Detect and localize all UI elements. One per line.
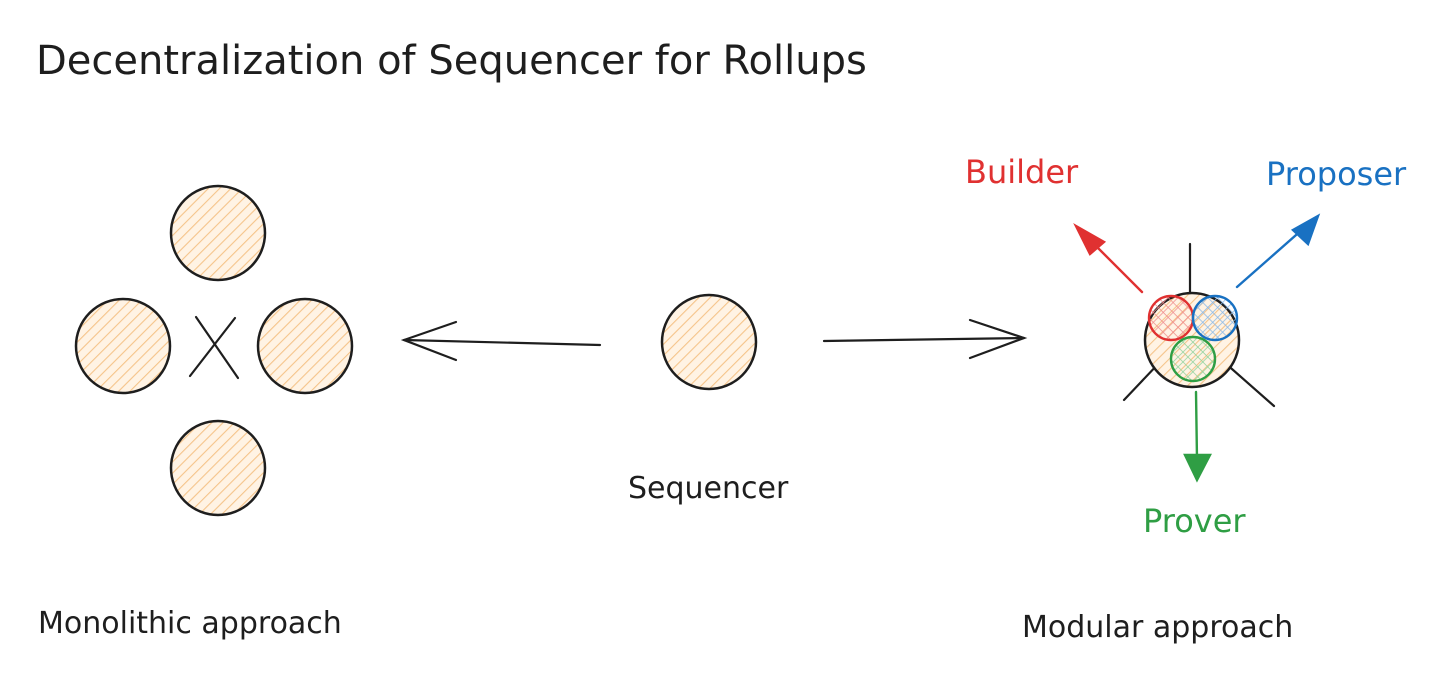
prover-component xyxy=(1169,335,1217,383)
prover-label: Prover xyxy=(1143,502,1246,540)
monolithic-node-bottom xyxy=(169,419,267,517)
prover-arrow xyxy=(1183,390,1212,483)
arrow-to-modular xyxy=(822,318,1028,360)
proposer-component xyxy=(1191,294,1239,342)
proposer-label: Proposer xyxy=(1266,155,1407,193)
cross-mark xyxy=(188,315,240,380)
proposer-arrow xyxy=(1235,213,1321,289)
modular-node xyxy=(1122,242,1276,408)
sequencer-node xyxy=(660,293,758,391)
monolithic-node-right xyxy=(256,297,354,395)
builder-component xyxy=(1147,294,1195,342)
monolithic-node-left xyxy=(74,297,172,395)
builder-label: Builder xyxy=(965,153,1079,191)
monolithic-approach-label: Monolithic approach xyxy=(38,606,342,641)
arrow-to-monolithic xyxy=(400,320,602,362)
modular-approach-label: Modular approach xyxy=(1022,610,1293,645)
sequencer-label: Sequencer xyxy=(628,471,789,506)
monolithic-cluster xyxy=(74,184,354,517)
builder-arrow xyxy=(1073,222,1144,294)
monolithic-node-top xyxy=(169,184,267,282)
diagram-title: Decentralization of Sequencer for Rollup… xyxy=(36,38,867,84)
